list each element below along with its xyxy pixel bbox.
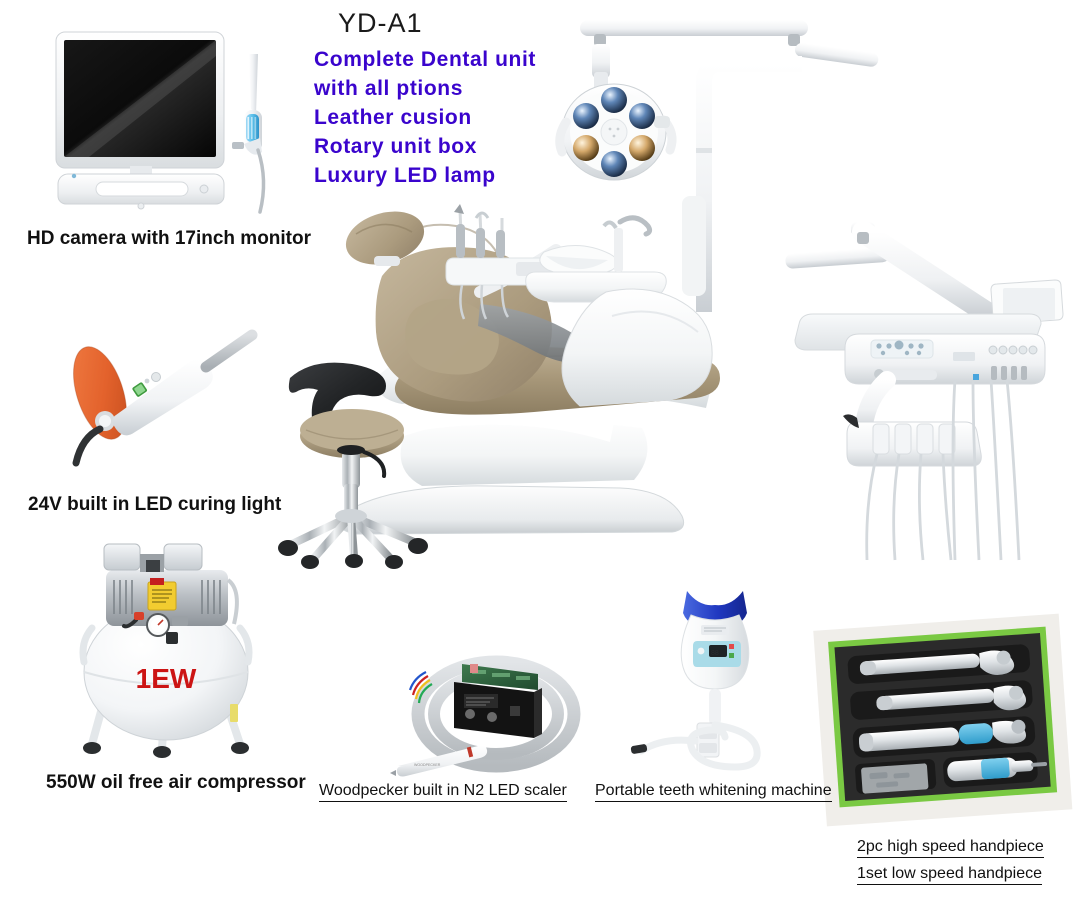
- led-operating-lamp-image: [555, 20, 879, 312]
- lamp-led-group: [573, 87, 655, 177]
- caption-scaler: Woodpecker built in N2 LED scaler: [319, 782, 567, 802]
- feature-item-5: Luxury LED lamp: [314, 164, 496, 187]
- svg-text:88: 88: [711, 650, 719, 657]
- handpiece-kit-image: [813, 613, 1073, 827]
- caption-compressor: 550W oil free air compressor: [46, 772, 306, 793]
- compressor-brand-text: 1EW: [136, 663, 197, 694]
- feature-item-1: Complete Dental unit: [314, 48, 537, 71]
- scaler-image: WOODPECKER: [390, 655, 581, 777]
- svg-text:WOODPECKER: WOODPECKER: [414, 763, 441, 767]
- caption-monitor: HD camera with 17inch monitor: [27, 228, 312, 249]
- curing-light-image: [72, 329, 258, 467]
- feature-item-4: Rotary unit box: [314, 135, 478, 158]
- feature-list: Complete Dental unit with all ptions Lea…: [314, 45, 634, 190]
- caption-handpiece-high: 2pc high speed handpiece: [857, 838, 1044, 858]
- feature-item-2: with all ptions: [314, 77, 463, 100]
- dental-chair-unit-image: [338, 196, 720, 535]
- whitening-machine-image: 88: [630, 591, 761, 771]
- doctor-stool-image: [278, 362, 428, 569]
- caption-curing-light: 24V built in LED curing light: [28, 494, 282, 515]
- air-compressor-image: 1EW: [79, 543, 253, 758]
- caption-whitening: Portable teeth whitening machine: [595, 782, 832, 802]
- monitor-camera-image: [55, 31, 266, 214]
- caption-handpiece-low: 1set low speed handpiece: [857, 865, 1043, 885]
- page-title: YD-A1: [338, 8, 423, 38]
- rotary-unit-box-image: [785, 221, 1064, 561]
- feature-item-3: Leather cusion: [314, 106, 472, 129]
